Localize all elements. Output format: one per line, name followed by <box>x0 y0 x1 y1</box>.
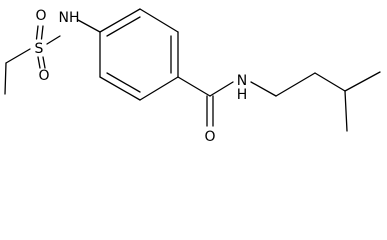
amide-h-label: H <box>237 87 248 103</box>
carbonyl-oxygen-label: O <box>204 129 215 145</box>
sulfonyl-bonds <box>35 25 61 69</box>
amide-bonds <box>177 76 277 127</box>
ethyl-group <box>4 48 31 95</box>
n-ring-bond <box>77 19 101 33</box>
oxygen-bottom-label: O <box>38 68 49 84</box>
amide-n-label: N <box>237 73 247 89</box>
sulfur-label: S <box>35 41 44 57</box>
isopentyl-chain <box>275 71 381 132</box>
molecule-structure: S O O NH O N H <box>4 8 381 145</box>
benzene-ring <box>99 8 179 101</box>
sulfonamide-nh-label: NH <box>59 10 80 26</box>
oxygen-top-label: O <box>35 8 46 24</box>
